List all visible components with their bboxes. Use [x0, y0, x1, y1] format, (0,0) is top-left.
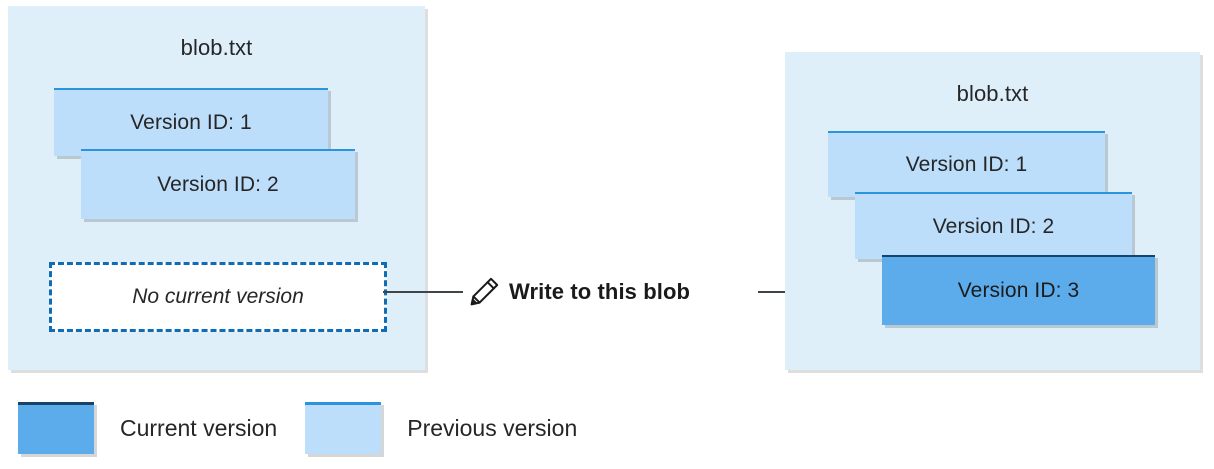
pencil-icon	[468, 275, 501, 308]
legend-item-current: Current version	[18, 402, 277, 454]
legend-swatch-previous	[305, 402, 382, 454]
blob-panel-after: blob.txt Version ID: 1 Version ID: 2 Ver…	[785, 52, 1200, 370]
blob-name-label-right: blob.txt	[956, 81, 1029, 106]
version-card-right-2: Version ID: 2	[855, 192, 1132, 259]
legend-item-previous: Previous version	[305, 402, 577, 454]
blob-name-label-left: blob.txt	[180, 35, 253, 60]
version-card-left-1-label: Version ID: 1	[130, 111, 252, 134]
version-card-left-2: Version ID: 2	[81, 149, 355, 219]
legend-label-current: Current version	[120, 415, 278, 441]
version-card-left-2-label: Version ID: 2	[157, 173, 279, 196]
legend-label-previous: Previous version	[407, 415, 578, 441]
version-card-right-1-label: Version ID: 1	[905, 153, 1028, 176]
version-card-right-3-current: Version ID: 3	[882, 255, 1155, 325]
no-current-version-box: No current version	[49, 262, 387, 332]
version-card-right-3-label: Version ID: 3	[957, 279, 1080, 302]
version-card-left-1: Version ID: 1	[54, 88, 328, 156]
version-card-right-2-label: Version ID: 2	[932, 214, 1055, 238]
legend-swatch-current	[18, 402, 94, 454]
legend: Current version Previous version	[18, 402, 577, 454]
no-current-version-label: No current version	[132, 285, 304, 308]
connector-line-left	[383, 291, 463, 293]
blob-panel-before: blob.txt Version ID: 1 Version ID: 2 No …	[8, 6, 425, 370]
version-card-right-1: Version ID: 1	[828, 131, 1105, 197]
write-action-label: Write to this blob	[509, 279, 691, 304]
